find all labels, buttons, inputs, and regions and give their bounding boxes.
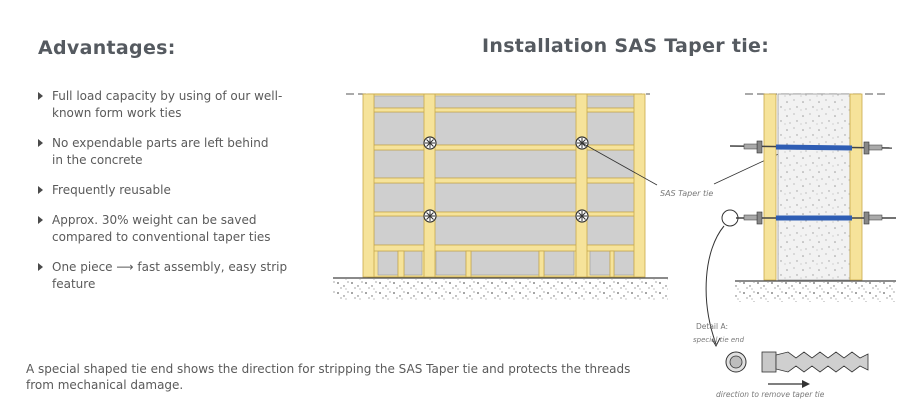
advantage-text-line2: feature	[52, 277, 96, 291]
tie-end-head	[761, 351, 777, 373]
advantages-list: Full load capacity by using of our well-…	[36, 88, 316, 306]
formwork-section	[721, 93, 896, 302]
special-tie-end-label: special tie end	[693, 336, 745, 344]
sas-taper-tie-label: SAS Taper tie	[660, 189, 713, 198]
advantage-item: Full load capacity by using of our well-…	[36, 88, 316, 122]
formwork-panels	[373, 95, 638, 246]
bullet-triangle-icon	[38, 139, 43, 147]
upper-tie	[729, 140, 893, 155]
detail-a-circle	[721, 209, 739, 227]
advantages-title: Advantages:	[38, 37, 176, 59]
direction-label: direction to remove taper tie	[716, 390, 825, 399]
advantage-text-line1: Frequently reusable	[52, 183, 171, 197]
installation-title: Installation SAS Taper tie:	[482, 35, 770, 57]
advantage-item: No expendable parts are left behind in th…	[36, 135, 316, 169]
section-timbers	[763, 93, 863, 281]
detail-callout-arrow-icon	[711, 337, 721, 348]
lower-tie	[736, 211, 896, 225]
detail-callout-line	[705, 225, 725, 345]
detail-a-label: Detail A:	[696, 322, 728, 331]
advantage-text-line2: compared to conventional taper ties	[52, 230, 271, 244]
bullet-triangle-icon	[38, 216, 43, 224]
advantage-item: One piece ⟶ fast assembly, easy strip fea…	[36, 259, 316, 293]
bullet-triangle-icon	[38, 92, 43, 100]
bottom-panels	[377, 250, 635, 276]
formwork-elevation	[333, 93, 668, 301]
bullet-triangle-icon	[38, 263, 43, 271]
tie-end-detail	[725, 351, 869, 388]
advantage-text-line2: known form work ties	[52, 106, 182, 120]
vertical-soldiers	[362, 93, 646, 278]
ground-gravel	[735, 282, 896, 302]
advantage-text-line1: No expendable parts are left behind	[52, 136, 269, 150]
advantage-text-line2: in the concrete	[52, 153, 143, 167]
tie-thread	[775, 351, 869, 373]
footnote-line1: A special shaped tie end shows the direc…	[26, 362, 631, 376]
tie-plates	[423, 136, 589, 223]
bullet-triangle-icon	[38, 186, 43, 194]
footnote-line2: from mechanical damage.	[26, 378, 184, 392]
advantage-text-line1: Full load capacity by using of our well-	[52, 89, 283, 103]
ground-gravel	[333, 279, 668, 301]
advantage-text-line1: One piece ⟶ fast assembly, easy strip	[52, 260, 288, 274]
leader-line	[581, 142, 658, 186]
advantage-text-line1: Approx. 30% weight can be saved	[52, 213, 257, 227]
advantage-item: Approx. 30% weight can be saved compared …	[36, 212, 316, 246]
footnote: A special shaped tie end shows the direc…	[26, 361, 666, 393]
direction-arrow-icon	[802, 380, 810, 388]
advantage-item: Frequently reusable	[36, 182, 316, 199]
